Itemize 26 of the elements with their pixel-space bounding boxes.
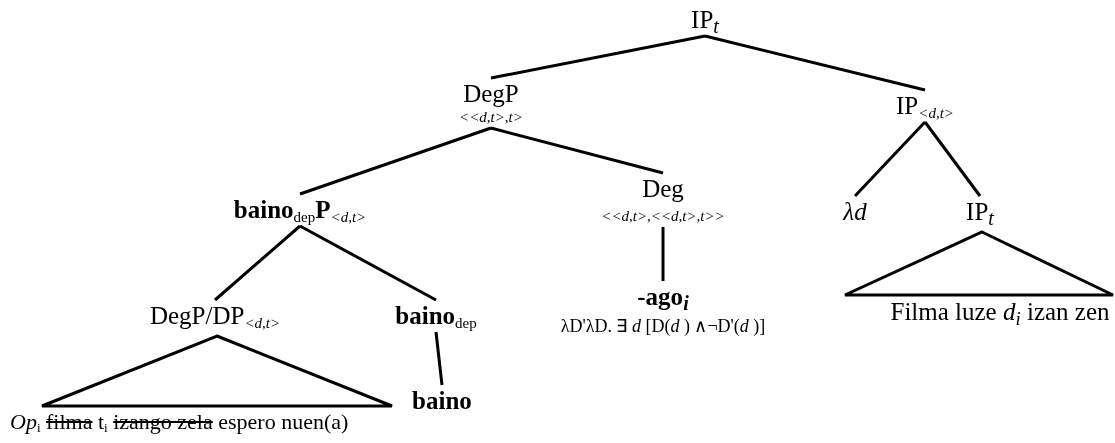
tree-node-label: IP$_{t}$ [966,198,994,226]
yield-sentence: Op$_{i}$ filma t$_{i}$ izango zela espero nuen(a) [10,409,349,435]
tree-branch [434,331,444,386]
type-label: <<d,t>,<<d,t>,t>> [601,207,725,225]
tree-node-label: Deg [642,175,684,203]
tree-node-label: baino [412,387,472,415]
tree-node-label: DegP [463,80,519,108]
tree-branch [299,224,437,302]
tree-node-label: λd [843,198,867,226]
type-label: <<d,t>,t> [459,108,523,126]
tree-node-label: DegP/DP$_{<d,t>}$ [149,302,281,330]
tree-node-label: baino$_{dep}$P$_{<d,t>}$ [233,196,367,224]
tree-node-label: baino$_{dep}$ [395,302,477,330]
tree-branch [661,227,665,281]
tree-branch [299,126,492,196]
tree-node-label: IP$_{t}$ [691,6,719,34]
tree-branch [704,34,926,92]
tree-node-label: IP$_{<d,t>}$ [896,92,954,120]
tree-branch [490,34,706,80]
type-label: λD'λD. ∃ d [D(d ) ∧¬D'(d )] [560,315,766,337]
tree-branch [923,121,982,197]
tree-branch [214,224,301,302]
tree-branch [853,120,927,198]
tree-branch [490,126,664,175]
tree-node-label: Filma luze d$_{i}$ izan zen [890,298,1110,326]
tree-node-label: -ago$_{i}$ [637,283,689,311]
